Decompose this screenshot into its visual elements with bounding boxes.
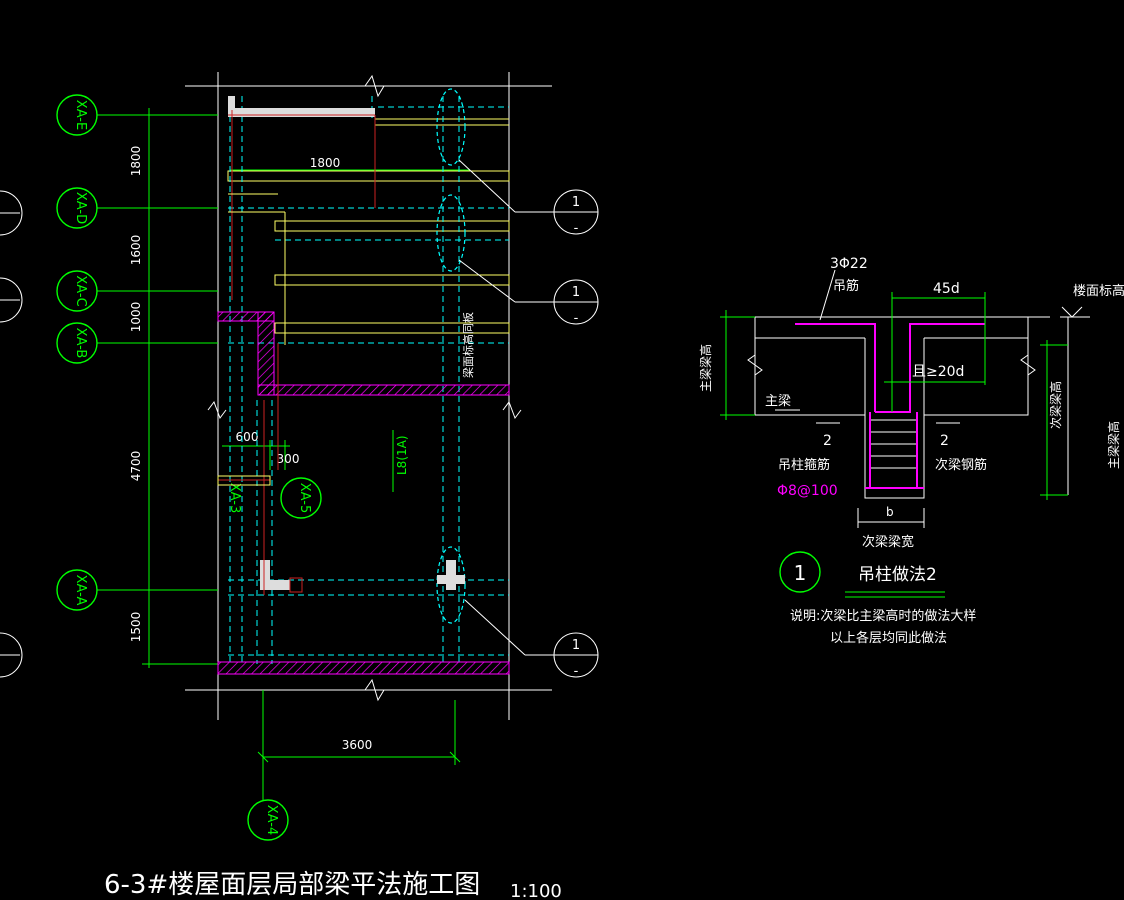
grid-lines (97, 108, 470, 800)
detail-ref-leaders (458, 159, 599, 678)
axis-label-xa-b: XA-B (73, 328, 88, 359)
drawing-scale: 1:100 (510, 881, 562, 900)
axis-bubble-xa-c (56, 270, 98, 312)
axis-bubble-xa-a (56, 569, 98, 611)
yellow-beams (227, 118, 510, 334)
detail-ref-1-sub-mid: - (574, 311, 579, 326)
hatched-walls (217, 311, 510, 675)
label-20d: 且≥20d (912, 364, 964, 380)
label-section-left: 2 (823, 433, 832, 449)
label-45d: 45d (933, 281, 960, 297)
label-floor-elev: 楼面标高 (1073, 283, 1124, 299)
detail-section-dims (720, 292, 1068, 500)
label-3phi22: 3Φ22 (830, 256, 868, 272)
axis-bubble-xa-5 (280, 477, 322, 519)
label-hanging-bar: 吊筋 (833, 278, 859, 294)
axis-label-xa-d: XA-D (73, 192, 88, 224)
dim-3600: 3600 (342, 738, 373, 752)
dim-1000-v: 1000 (129, 302, 143, 333)
detail-title: 吊柱做法2 (858, 565, 937, 585)
detail-ref-1-top: 1 (572, 195, 580, 210)
beam-label-l8: L8(1A) (395, 435, 409, 475)
label-stirrup-spec: Φ8@100 (777, 483, 838, 499)
axis-label-xa-3: XA-3 (227, 483, 242, 513)
axis-bubble-xa-b (56, 322, 98, 364)
yellow-small (217, 193, 286, 486)
label-stirrup: 吊柱箍筋 (778, 457, 830, 473)
vertical-dimension-labels: 1800 1600 1000 4700 1500 (129, 146, 143, 643)
dim-1800-h: 1800 (310, 156, 341, 170)
label-main-beam-height: 主梁梁高 (698, 344, 713, 392)
axis-label-xa-4: XA-4 (264, 805, 279, 835)
label-section-right: 2 (940, 433, 949, 449)
label-secondary-rebar: 次梁钢筋 (935, 457, 987, 473)
detail-section-lines (747, 269, 1090, 528)
axis-bubble-xa-d (56, 187, 98, 229)
detail-ref-1-bot: 1 (572, 638, 580, 653)
axis-bubble-xa-4 (247, 799, 289, 841)
label-secondary-width: 次梁梁宽 (862, 534, 914, 550)
axis-label-xa-e: XA-E (73, 100, 88, 130)
dim-600: 600 (236, 430, 259, 444)
axis-bubble-xa-e (56, 94, 98, 136)
drawing-title: 6-3#楼屋面层局部梁平法施工图 (104, 870, 480, 900)
edge-partial-bubbles (0, 190, 23, 678)
detail-ref-1-mid: 1 (572, 285, 580, 300)
dim-1800-v: 1800 (129, 146, 143, 177)
detail-ref-1-sub-bot: - (574, 664, 579, 679)
label-main-beam: 主梁 (765, 394, 791, 409)
dim-1600-v: 1600 (129, 235, 143, 266)
detail-number: 1 (794, 561, 807, 585)
dim-4700-v: 4700 (129, 451, 143, 482)
axis-lines (185, 72, 552, 720)
detail-labels: 3Φ22 吊筋 45d 楼面标高 且≥20d 主梁 2 2 吊柱箍筋 次梁钢筋 … (765, 256, 1124, 550)
axis-bubbles (56, 94, 322, 841)
detail-ref-labels: 1 - 1 - 1 - (572, 195, 580, 679)
dim-1500-v: 1500 (129, 612, 143, 643)
label-b: b (886, 505, 894, 519)
axis-label-xa-a: XA-A (73, 575, 88, 606)
detail-note-1: 说明:次梁比主梁高时的做法大样 (790, 608, 976, 624)
detail-ref-1-sub-top: - (574, 221, 579, 236)
axis-label-xa-5: XA-5 (297, 483, 312, 513)
dim-300: 300 (277, 452, 300, 466)
vertical-note: 梁面标高同板 (461, 312, 475, 378)
label-secondary-beam-height: 次梁梁高 (1048, 381, 1063, 429)
detail-note-2: 以上各层均同此做法 (830, 630, 947, 646)
axis-bubble-labels: XA-E XA-D XA-C XA-B XA-A XA-4 XA-3 XA-5 (73, 100, 312, 835)
gray-members (228, 96, 465, 590)
detail-number-bubble (779, 551, 821, 593)
label-far-main-beam-height: 主梁梁高 (1106, 421, 1121, 469)
red-lines (218, 110, 376, 595)
cyan-ellipses (436, 88, 466, 624)
axis-label-xa-c: XA-C (73, 275, 88, 306)
horizontal-dimension-labels: 1800 600 300 3600 (236, 156, 373, 752)
